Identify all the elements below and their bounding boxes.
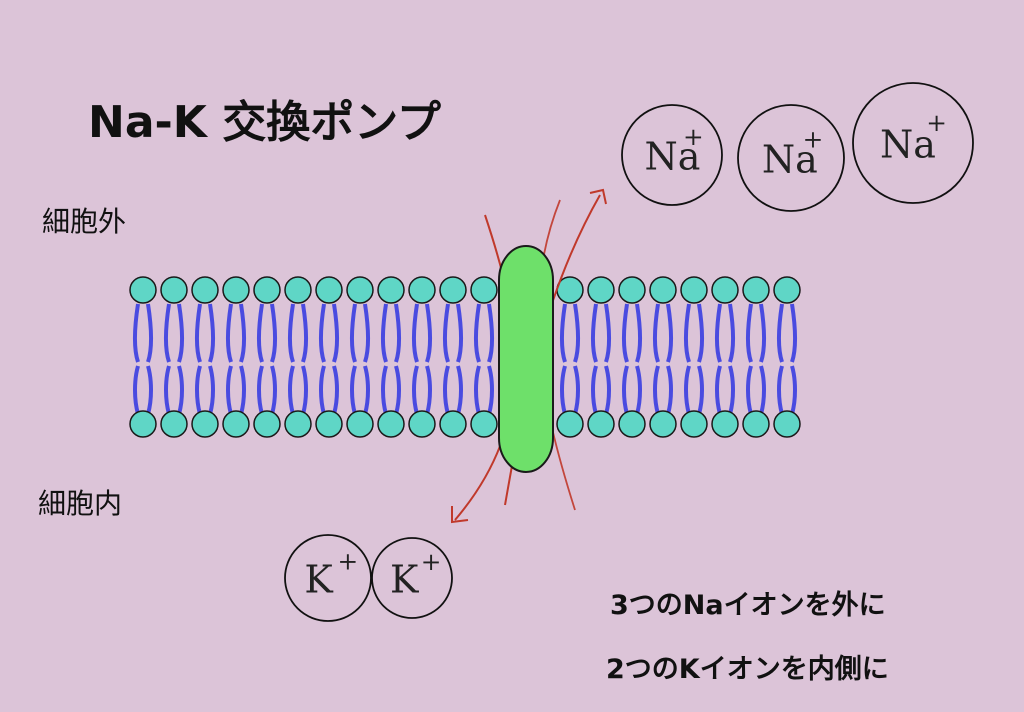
lipid-tail <box>195 303 215 415</box>
intracellular-label: 細胞内 <box>38 487 123 520</box>
lipid-head <box>346 276 374 304</box>
sodium-note: 3つのNaイオンを外に <box>610 590 886 621</box>
lipid-head <box>711 410 739 438</box>
lipid-head <box>618 276 646 304</box>
lipid-tail <box>560 303 580 415</box>
lipid-head <box>773 410 801 438</box>
lipid-head <box>742 276 770 304</box>
potassium-ions: K+K+ <box>284 534 453 622</box>
lipid-head <box>160 276 188 304</box>
lipid-head <box>439 410 467 438</box>
lipid-head <box>680 276 708 304</box>
lipid-tail <box>684 303 704 415</box>
lipid-head <box>129 276 157 304</box>
lipid-head <box>222 410 250 438</box>
lipid-tail <box>653 303 673 415</box>
lipid-tail <box>715 303 735 415</box>
lipid-tail <box>443 303 463 415</box>
lipid-head <box>191 410 219 438</box>
potassium-ion: K+ <box>284 534 372 622</box>
sodium-ion-symbol: Na <box>645 134 701 178</box>
lipid-tail <box>226 303 246 415</box>
lipid-head <box>377 410 405 438</box>
lipid-tail <box>350 303 370 415</box>
lipid-head <box>649 410 677 438</box>
lipid-head <box>773 276 801 304</box>
sodium-ions: Na+Na+Na+ <box>621 82 974 212</box>
lipid-tail <box>474 303 494 415</box>
sodium-arrowhead <box>589 188 607 205</box>
lipid-tail <box>319 303 339 415</box>
lipid-head <box>711 276 739 304</box>
potassium-ion-circle <box>284 534 372 622</box>
sodium-ion-charge: + <box>683 122 704 151</box>
lipid-tail <box>412 303 432 415</box>
lipid-head <box>222 276 250 304</box>
lipid-head <box>439 276 467 304</box>
lipid-head <box>649 276 677 304</box>
sodium-ion: Na+ <box>621 104 723 206</box>
potassium-ion: K+ <box>371 537 453 619</box>
extracellular-label: 細胞外 <box>42 205 127 238</box>
lipid-head <box>129 410 157 438</box>
lipid-head <box>587 410 615 438</box>
sodium-ion-charge: + <box>926 108 947 137</box>
sodium-ion-circle <box>737 104 845 212</box>
lipid-head <box>556 410 584 438</box>
lipid-bilayer <box>129 276 801 438</box>
sodium-ion: Na+ <box>852 82 974 204</box>
lipid-head <box>315 410 343 438</box>
lipid-tail <box>164 303 184 415</box>
sodium-ion-symbol: Na <box>880 122 936 166</box>
lipid-tail <box>257 303 277 415</box>
lipid-head <box>470 410 498 438</box>
sodium-ion-circle <box>852 82 974 204</box>
lipid-tail <box>622 303 642 415</box>
lipid-head <box>253 410 281 438</box>
potassium-note: 2つのKイオンを内側に <box>606 654 889 685</box>
lipid-tail <box>746 303 766 415</box>
lipid-tail <box>288 303 308 415</box>
lipid-head <box>284 276 312 304</box>
sodium-ion-symbol: Na <box>762 137 818 181</box>
lipid-head <box>315 276 343 304</box>
lipid-head <box>587 276 615 304</box>
lipid-head <box>160 410 188 438</box>
potassium-ion-charge: + <box>337 546 358 575</box>
lipid-head <box>680 410 708 438</box>
lipid-head <box>284 410 312 438</box>
sodium-ion-circle <box>621 104 723 206</box>
lipid-head <box>346 410 374 438</box>
lipid-head <box>742 410 770 438</box>
lipid-tail <box>381 303 401 415</box>
lipid-head <box>408 410 436 438</box>
lipid-head <box>377 276 405 304</box>
potassium-ion-charge: + <box>421 547 442 576</box>
potassium-ion-circle <box>371 537 453 619</box>
lipid-head <box>470 276 498 304</box>
lipid-head <box>618 410 646 438</box>
lipid-tail <box>133 303 153 415</box>
potassium-ion-symbol: K <box>390 557 419 601</box>
lipid-head <box>191 276 219 304</box>
pump-protein <box>498 245 554 473</box>
page-title: Na-K 交換ポンプ <box>88 97 441 148</box>
lipid-tail <box>777 303 797 415</box>
lipid-tail <box>591 303 611 415</box>
lipid-head <box>253 276 281 304</box>
sodium-ion: Na+ <box>737 104 845 212</box>
sodium-ion-charge: + <box>803 124 824 153</box>
potassium-ion-symbol: K <box>304 557 333 601</box>
potassium-arrowhead <box>451 506 469 524</box>
lipid-head <box>408 276 436 304</box>
